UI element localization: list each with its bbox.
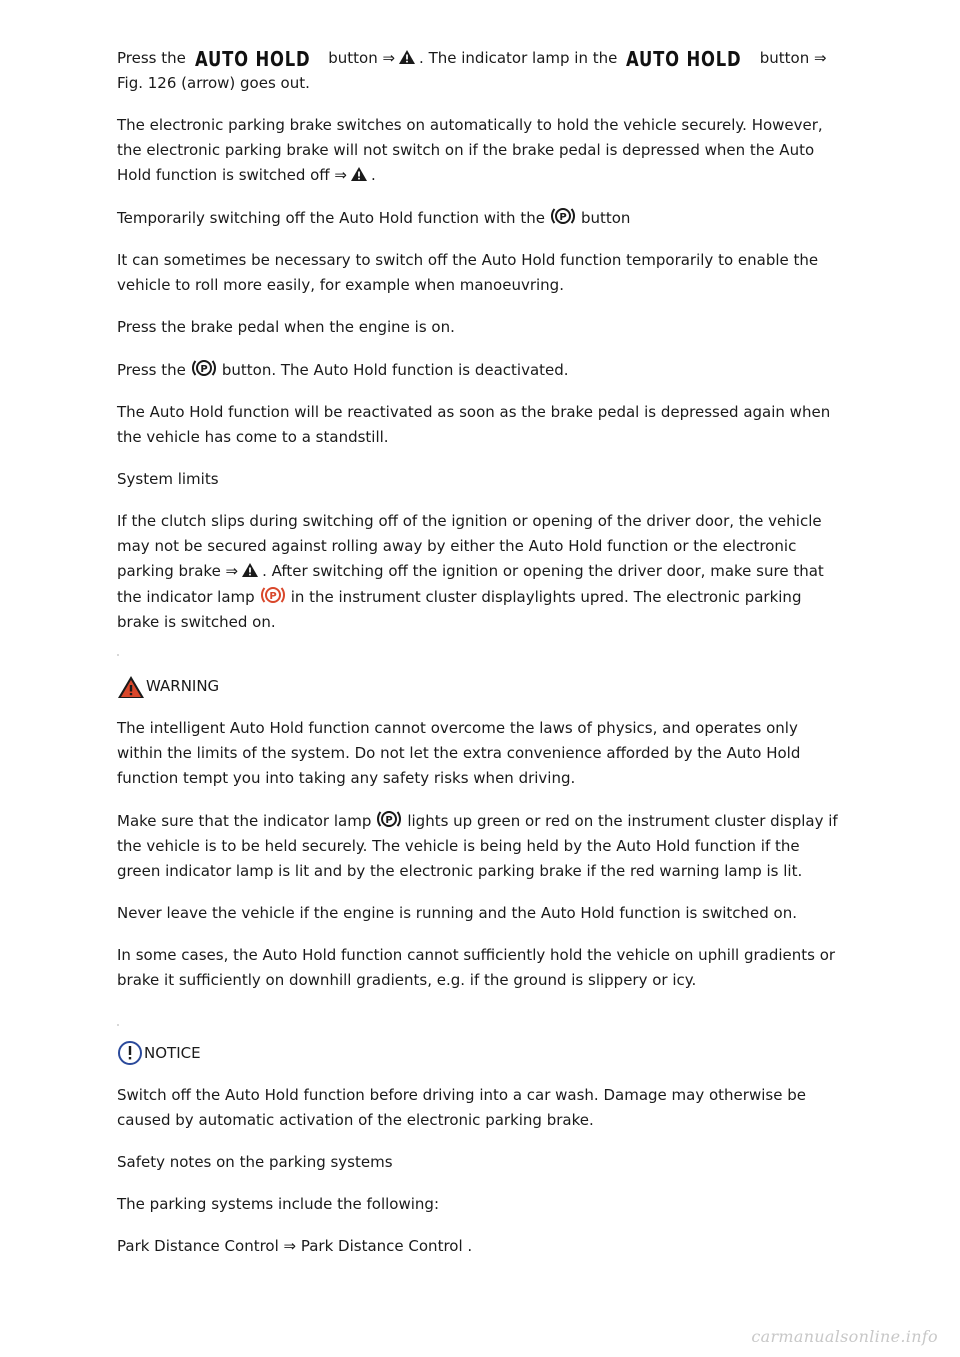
warning-triangle-icon <box>350 167 367 181</box>
paragraph: It can sometimes be necessary to switch … <box>117 251 819 294</box>
manual-page: Press the AUTO HOLD button ⇒ . The indica… <box>117 46 847 1276</box>
notice-title: NOTICE <box>144 1043 201 1062</box>
text: . After switching off the ignition or op… <box>117 562 824 606</box>
pdc-link-paragraph[interactable]: Park Distance Control ⇒ Park Distance Co… <box>117 1237 473 1255</box>
notice-icon <box>118 1041 142 1065</box>
svg-text:P: P <box>269 591 276 602</box>
auto-hold-off-paragraph: Press the AUTO HOLD button ⇒ . The indica… <box>117 46 847 96</box>
text: Temporarily switching off the Auto Hold … <box>117 209 545 227</box>
text: . The indicator lamp in the <box>419 49 618 67</box>
watermark: carmanualsonline.info <box>751 1327 938 1346</box>
text: Make sure that the indicator lamp <box>117 812 372 830</box>
red-parking-brake-icon: P <box>260 587 285 603</box>
divider-dot <box>117 654 119 656</box>
text: button ⇒ <box>328 49 396 67</box>
warning-triangle-icon <box>399 50 416 64</box>
paragraph: The Auto Hold function will be reactivat… <box>117 403 831 446</box>
warning-title: WARNING <box>146 677 220 695</box>
warning-paragraph: In some cases, the Auto Hold function ca… <box>117 946 836 989</box>
paragraph: Press the brake pedal when the engine is… <box>117 318 455 336</box>
warning-header: WARNING <box>117 674 847 699</box>
text: button. The Auto Hold function is deacti… <box>221 361 569 379</box>
text: Press the <box>117 361 186 379</box>
spacer <box>117 652 847 674</box>
warning-triangle-icon <box>242 563 259 577</box>
epb-paragraph: The electronic parking brake switches on… <box>117 113 847 188</box>
text: button ⇒ Fig. 126 (arrow) goes out. <box>117 49 827 92</box>
parking-systems-heading: Safety notes on the parking systems <box>117 1153 393 1171</box>
svg-text:P: P <box>200 364 207 375</box>
text: in the instrument cluster displaylights … <box>117 588 802 631</box>
notice-paragraph: Switch off the Auto Hold function before… <box>117 1086 806 1129</box>
parking-brake-icon: P <box>377 811 402 827</box>
clutch-slip-paragraph: If the clutch slips during switching off… <box>117 509 847 635</box>
spacer <box>117 1010 847 1040</box>
system-limits-heading: System limits <box>117 470 219 488</box>
svg-text:P: P <box>559 212 566 223</box>
parking-brake-icon: P <box>191 360 216 376</box>
svg-text:P: P <box>386 815 393 826</box>
divider-dot <box>117 1024 119 1026</box>
warning-paragraph: Never leave the vehicle if the engine is… <box>117 904 797 922</box>
paragraph: The parking systems include the followin… <box>117 1195 439 1213</box>
text: lights up green or red on the instrument… <box>117 812 838 880</box>
text: If the clutch slips during switching off… <box>117 512 822 580</box>
auto-hold-button-label: AUTO HOLD <box>626 47 742 71</box>
warning-icon <box>118 675 144 698</box>
text: Press the <box>117 49 186 67</box>
text: . <box>370 166 376 184</box>
warning-paragraph: The intelligent Auto Hold function canno… <box>117 719 801 787</box>
text: The electronic parking brake switches on… <box>117 116 823 184</box>
auto-hold-button-label: AUTO HOLD <box>194 47 311 71</box>
temp-switch-off-heading: Temporarily switching off the Auto Hold … <box>117 205 847 231</box>
text: button <box>580 209 631 227</box>
notice-header: NOTICE <box>117 1040 847 1066</box>
parking-brake-icon: P <box>550 208 575 224</box>
